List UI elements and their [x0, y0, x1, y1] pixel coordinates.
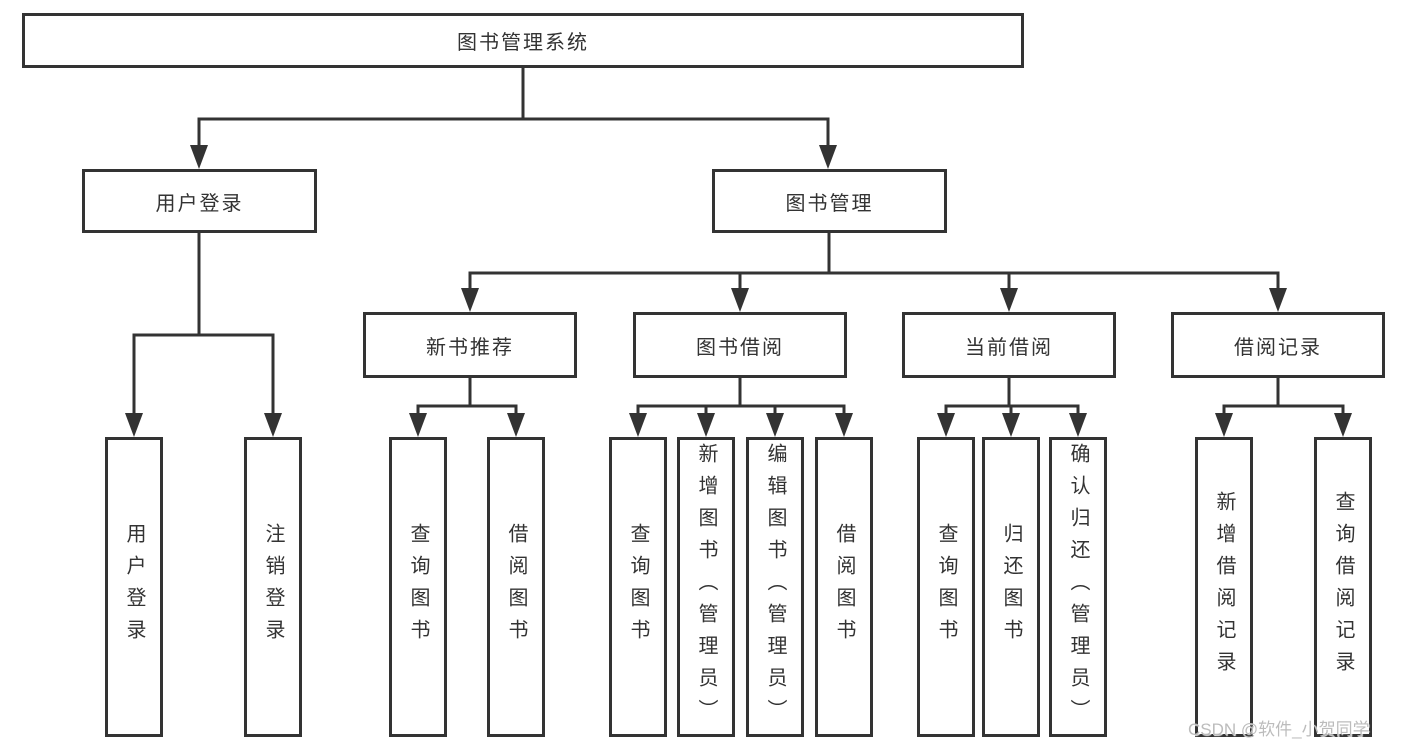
arrowhead-icon: [937, 413, 955, 437]
node-query-books-recommend: 查询图书: [389, 437, 447, 737]
arrowhead-group: [125, 145, 1352, 437]
node-label: 查询图书: [935, 523, 957, 651]
node-user-login-action: 用户登录: [105, 437, 163, 737]
arrowhead-icon: [1215, 413, 1233, 437]
arrowhead-icon: [1000, 288, 1018, 312]
node-label: 借阅图书: [505, 523, 527, 651]
node-label: 新增借阅记录: [1213, 491, 1235, 683]
node-current-borrowing: 当前借阅: [902, 312, 1116, 378]
node-logout-action: 注销登录: [244, 437, 302, 737]
node-book-borrowing: 图书借阅: [633, 312, 847, 378]
arrowhead-icon: [190, 145, 208, 169]
connector-paths: [132, 68, 1345, 416]
node-new-book-recommendation: 新书推荐: [363, 312, 577, 378]
arrowhead-icon: [264, 413, 282, 437]
node-label: 注销登录: [262, 523, 284, 651]
arrowhead-icon: [1002, 413, 1020, 437]
node-library-management-system: 图书管理系统: [22, 13, 1024, 68]
node-label: 图书管理系统: [457, 32, 589, 54]
arrowhead-icon: [819, 145, 837, 169]
arrowhead-icon: [461, 288, 479, 312]
node-label: 新书推荐: [426, 336, 514, 359]
arrowhead-icon: [507, 413, 525, 437]
node-label: 归还图书: [1000, 523, 1022, 651]
node-user-login: 用户登录: [82, 169, 317, 233]
node-borrowing-records: 借阅记录: [1171, 312, 1385, 378]
arrowhead-icon: [1269, 288, 1287, 312]
arrowhead-icon: [409, 413, 427, 437]
node-label: 借阅记录: [1234, 336, 1322, 359]
node-book-management: 图书管理: [712, 169, 947, 233]
node-query-borrow-record: 查询借阅记录: [1314, 437, 1372, 737]
node-add-borrow-record: 新增借阅记录: [1195, 437, 1253, 737]
node-label: 查询借阅记录: [1332, 491, 1354, 683]
node-label: 新增图书（管理员）: [695, 443, 717, 731]
node-borrow-books-action: 借阅图书: [815, 437, 873, 737]
node-label: 当前借阅: [965, 336, 1053, 359]
node-borrow-books-recommend: 借阅图书: [487, 437, 545, 737]
arrowhead-icon: [835, 413, 853, 437]
arrowhead-icon: [731, 288, 749, 312]
node-confirm-return-admin: 确认归还（管理员）: [1049, 437, 1107, 737]
node-label: 用户登录: [123, 523, 145, 651]
node-label: 查询图书: [407, 523, 429, 651]
node-edit-book-admin: 编辑图书（管理员）: [746, 437, 804, 737]
node-label: 编辑图书（管理员）: [764, 443, 786, 731]
node-label: 借阅图书: [833, 523, 855, 651]
node-label: 图书借阅: [696, 336, 784, 359]
node-label: 图书管理: [785, 192, 874, 215]
node-label: 查询图书: [627, 523, 649, 651]
arrowhead-icon: [1334, 413, 1352, 437]
watermark: CSDN @软件_小贺同学: [1188, 720, 1370, 739]
node-label: 用户登录: [155, 192, 244, 215]
arrowhead-icon: [629, 413, 647, 437]
node-query-books-current: 查询图书: [917, 437, 975, 737]
arrowhead-icon: [125, 413, 143, 437]
node-return-book: 归还图书: [982, 437, 1040, 737]
arrowhead-icon: [1069, 413, 1087, 437]
node-query-books-borrow: 查询图书: [609, 437, 667, 737]
arrowhead-icon: [766, 413, 784, 437]
node-add-book-admin: 新增图书（管理员）: [677, 437, 735, 737]
node-label: 确认归还（管理员）: [1067, 443, 1089, 731]
arrowhead-icon: [697, 413, 715, 437]
